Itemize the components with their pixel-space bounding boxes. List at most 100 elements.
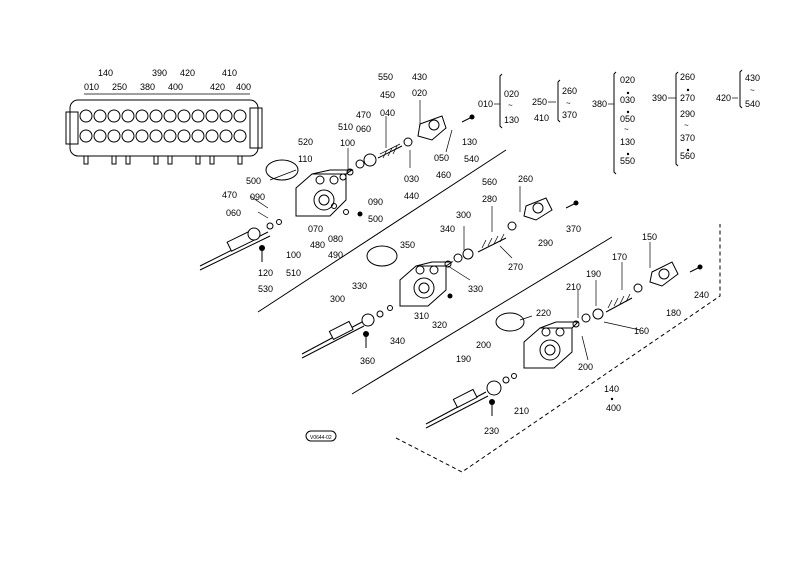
svg-text:290: 290 [538, 238, 553, 248]
right-group-250: 250 260 410 ~ 370 [532, 79, 577, 123]
svg-text:270: 270 [680, 93, 695, 103]
bank-port [107, 129, 121, 143]
bank-stub [125, 155, 131, 165]
svg-text:060: 060 [356, 124, 371, 134]
bank-port [93, 109, 107, 123]
bank-port [177, 109, 191, 123]
svg-text:130: 130 [620, 137, 635, 147]
svg-text:020: 020 [620, 75, 635, 85]
svg-text:090: 090 [250, 192, 265, 202]
svg-text:210: 210 [566, 282, 581, 292]
svg-text:330: 330 [468, 284, 483, 294]
bank-port [121, 109, 135, 123]
valve-block-1 [199, 100, 475, 271]
svg-text:350: 350 [400, 240, 415, 250]
svg-text:540: 540 [464, 154, 479, 164]
svg-text:480: 480 [310, 240, 325, 250]
svg-text:370: 370 [566, 224, 581, 234]
bank-port [79, 129, 93, 143]
svg-text:130: 130 [504, 115, 519, 125]
bank-port [205, 109, 219, 123]
bank-stub [209, 155, 215, 165]
right-group-390: 390 260 270 290 ~ 370 560 [652, 71, 695, 167]
svg-text:430: 430 [412, 72, 427, 82]
bank-port [135, 129, 149, 143]
svg-text:160: 160 [634, 326, 649, 336]
bank-port [191, 129, 205, 143]
svg-text:060: 060 [226, 208, 241, 218]
svg-text:420: 420 [716, 93, 731, 103]
svg-text:400: 400 [168, 82, 183, 92]
svg-text:520: 520 [298, 137, 313, 147]
bank-port [163, 129, 177, 143]
svg-text:390: 390 [152, 68, 167, 78]
svg-text:540: 540 [745, 99, 760, 109]
bank-port [163, 109, 177, 123]
valve-block-2 [301, 186, 579, 359]
svg-text:~: ~ [624, 125, 629, 134]
svg-text:230: 230 [484, 426, 499, 436]
bank-stub [237, 155, 243, 165]
svg-text:330: 330 [352, 281, 367, 291]
svg-text:400: 400 [606, 403, 621, 413]
svg-text:260: 260 [680, 72, 695, 82]
svg-text:380: 380 [592, 99, 607, 109]
svg-text:050: 050 [434, 153, 449, 163]
svg-text:080: 080 [328, 234, 343, 244]
svg-text:420: 420 [210, 82, 225, 92]
bank-port [149, 129, 163, 143]
bank-port [79, 109, 93, 123]
reference-stamp: V0644-02 [305, 430, 337, 442]
svg-text:070: 070 [308, 224, 323, 234]
svg-text:270: 270 [508, 262, 523, 272]
svg-text:490: 490 [328, 250, 343, 260]
svg-text:550: 550 [620, 156, 635, 166]
svg-text:250: 250 [112, 82, 127, 92]
right-group-420: 420 430 ~ 540 [716, 69, 760, 109]
svg-text:290: 290 [680, 109, 695, 119]
svg-text:400: 400 [236, 82, 251, 92]
svg-text:200: 200 [578, 362, 593, 372]
svg-text:470: 470 [222, 190, 237, 200]
svg-text:280: 280 [482, 194, 497, 204]
svg-text:250: 250 [532, 97, 547, 107]
svg-text:120: 120 [258, 268, 273, 278]
bank-stub [153, 155, 159, 165]
svg-text:150: 150 [642, 232, 657, 242]
svg-text:~: ~ [750, 86, 755, 95]
svg-text:340: 340 [390, 336, 405, 346]
svg-text:260: 260 [562, 86, 577, 96]
svg-text:340: 340 [440, 224, 455, 234]
block-3-callouts: 150 170 190 210 220 240 180 160 200 190 … [456, 232, 709, 436]
svg-text:530: 530 [258, 284, 273, 294]
svg-text:420: 420 [180, 68, 195, 78]
bank-stub [111, 155, 117, 165]
svg-text:310: 310 [414, 311, 429, 321]
svg-text:430: 430 [745, 73, 760, 83]
svg-text:210: 210 [514, 406, 529, 416]
section-divider-2 [351, 236, 613, 395]
bank-port [177, 129, 191, 143]
svg-text:300: 300 [330, 294, 345, 304]
svg-text:560: 560 [482, 177, 497, 187]
bank-port [93, 129, 107, 143]
svg-text:030: 030 [404, 174, 419, 184]
block-1-callouts: 550 450 040 430 020 470 060 520 110 510 … [222, 72, 479, 294]
svg-text:510: 510 [338, 122, 353, 132]
bank-port [233, 109, 247, 123]
svg-text:550: 550 [378, 72, 393, 82]
svg-text:~: ~ [684, 121, 689, 130]
svg-text:410: 410 [534, 113, 549, 123]
block-2-callouts: 560 280 260 300 340 350 290 370 270 330 … [330, 174, 581, 366]
bank-port [233, 129, 247, 143]
bank-port [219, 109, 233, 123]
svg-text:320: 320 [432, 320, 447, 330]
right-group-380: 380 020 030 050 ~ 130 550 [592, 71, 635, 175]
svg-text:010: 010 [84, 82, 99, 92]
right-group-010: 010 020 ~ 130 [478, 73, 519, 129]
valve-block-3 [425, 242, 703, 429]
svg-text:360: 360 [360, 356, 375, 366]
svg-text:500: 500 [246, 176, 261, 186]
svg-text:100: 100 [340, 138, 355, 148]
